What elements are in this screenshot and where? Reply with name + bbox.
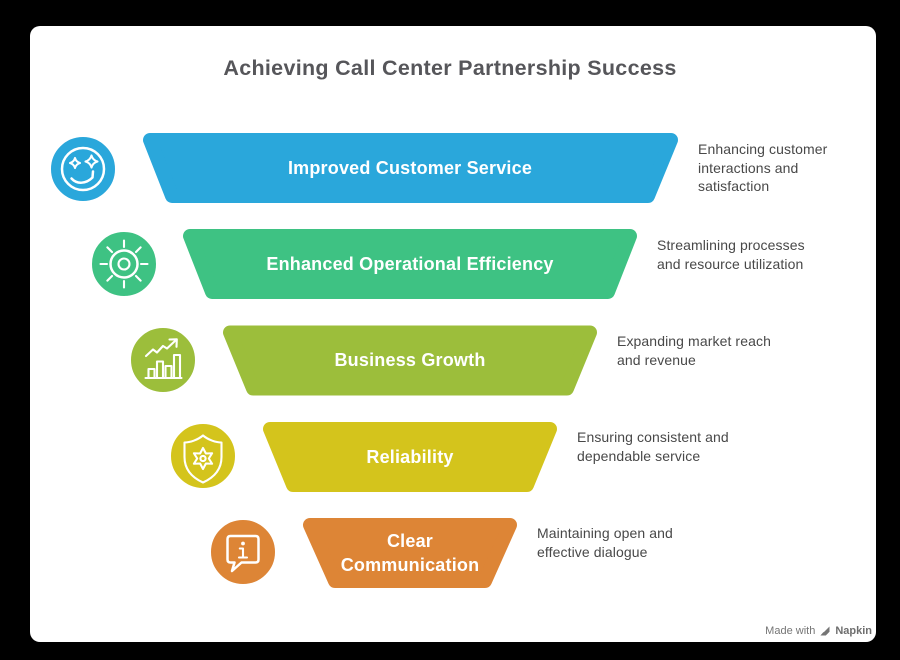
funnel-segment-reliability [263,422,557,492]
funnel-segment-enhanced-operational-efficiency [183,229,637,299]
description-enhanced-operational-efficiency: Streamlining processes and resource util… [657,237,805,272]
funnel-segment-clear-communication [303,518,517,588]
funnel-segment-improved-customer-service [143,133,678,203]
funnel-label-improved-customer-service: Improved Customer Service [287,158,533,178]
funnel-label-enhanced-operational-efficiency: Enhanced Operational Efficiency [266,254,554,274]
description-clear-communication: Maintaining open and effective dialogue [537,525,673,560]
funnel-label-business-growth: Business Growth [334,350,486,370]
page-title: Achieving Call Center Partnership Succes… [223,56,677,80]
watermark: Made with Napkin [765,623,872,639]
shield-flower-icon [168,421,238,491]
funnel-label-clear-communication: Clear Communication [340,531,480,575]
funnel-segment-business-growth [223,325,597,396]
description-reliability: Ensuring consistent and dependable servi… [577,429,729,464]
sun-gear-icon [89,229,159,299]
watermark-made-with-text: Made with [765,625,816,637]
info-speech-bubble-icon [208,517,278,587]
funnel-label-reliability: Reliability [366,447,454,467]
description-business-growth: Expanding market reach and revenue [617,333,771,368]
growth-chart-icon [128,325,198,395]
smiling-face-icon [48,134,118,204]
watermark-brand-text: Napkin [835,625,872,637]
description-improved-customer-service: Enhancing customer interactions and sati… [698,141,828,194]
napkin-logo-icon [820,626,830,636]
